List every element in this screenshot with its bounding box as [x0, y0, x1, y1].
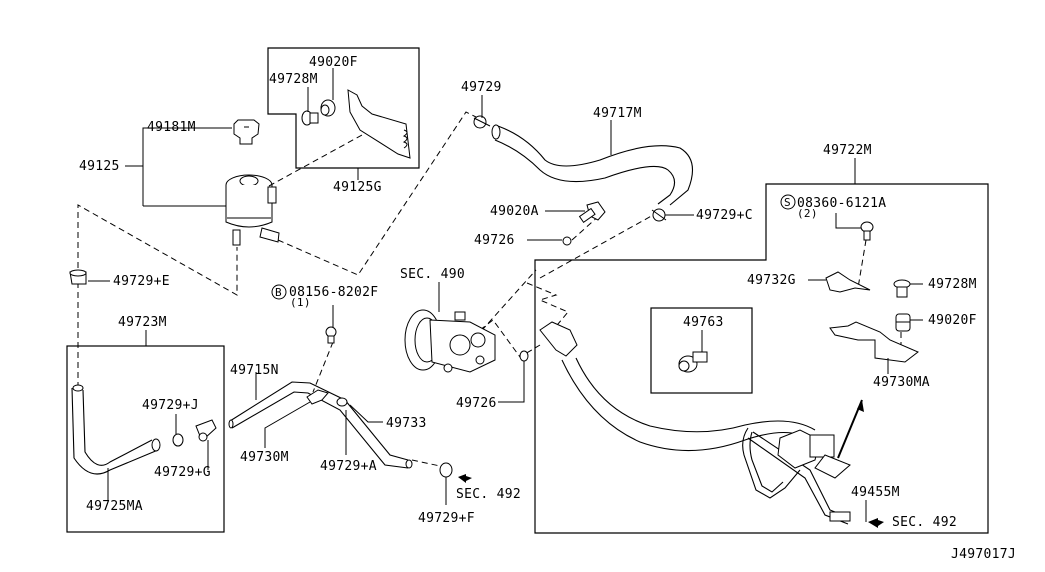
label-08156-qty: (1) [290, 296, 311, 309]
power-steering-pump[interactable] [404, 309, 496, 373]
label-49726-top[interactable]: 49726 [474, 233, 515, 248]
label-49729E[interactable]: 49729+E [113, 274, 170, 289]
symbol-s-letter: S [784, 196, 791, 209]
dashed-08360 [857, 239, 867, 289]
label-49728M-right[interactable]: 49728M [928, 277, 977, 292]
label-49717M[interactable]: 49717M [593, 106, 642, 121]
dashed-08156 [312, 341, 334, 393]
label-49729C[interactable]: 49729+C [696, 208, 753, 223]
label-49729J[interactable]: 49729+J [142, 398, 199, 413]
label-49723M[interactable]: 49723M [118, 315, 167, 330]
clamp-49729C[interactable] [651, 208, 667, 222]
label-49020A[interactable]: 49020A [490, 204, 539, 219]
clamp-49729[interactable] [473, 115, 491, 129]
label-49763[interactable]: 49763 [683, 315, 724, 330]
dashed-pump-to-49729C [539, 213, 656, 279]
label-49730MA[interactable]: 49730MA [873, 375, 930, 390]
label-49020F-right[interactable]: 49020F [928, 313, 977, 328]
label-08360: 08360-6121A [797, 196, 886, 211]
clamp-49729F[interactable] [439, 462, 453, 478]
dashed-pump-supply [474, 269, 537, 339]
bolt-08360[interactable] [860, 221, 874, 241]
dashed-highpress [526, 282, 569, 331]
reservoir-tank-49125[interactable] [225, 174, 280, 246]
bolt-49020A[interactable] [578, 201, 606, 223]
dashed-left-return [77, 204, 238, 388]
box-49722M [534, 183, 989, 534]
hose-49725MA[interactable] [71, 384, 161, 475]
arrow-sec492-right [868, 518, 884, 528]
box-49125G [267, 47, 420, 169]
bracket-49125G[interactable] [347, 89, 411, 159]
label-49726-bottom[interactable]: 49726 [456, 396, 497, 411]
clamp-49730M[interactable] [306, 389, 329, 405]
label-sec490[interactable]: SEC. 490 [400, 267, 465, 282]
label-49125[interactable]: 49125 [79, 159, 120, 174]
symbol-s-icon [780, 194, 796, 210]
leader-49726-bottom [498, 361, 525, 403]
label-49732G[interactable]: 49732G [747, 273, 796, 288]
label-49020F-top[interactable]: 49020F [309, 55, 358, 70]
reservoir-cap-49181M[interactable] [233, 119, 260, 145]
pressure-switch-49763[interactable] [678, 351, 708, 373]
washer-49726-top[interactable] [562, 236, 572, 246]
label-49125G[interactable]: 49125G [333, 180, 382, 195]
drawing-id: J497017J [951, 547, 1016, 562]
label-49725MA[interactable]: 49725MA [86, 499, 143, 514]
hose-49717M[interactable] [491, 124, 694, 206]
label-sec492-left[interactable]: SEC. 492 [456, 487, 521, 502]
label-08360-qty: (2) [797, 207, 818, 220]
leader-08360 [835, 213, 861, 229]
symbol-b-letter: B [275, 286, 282, 299]
arrow-sec492-left [458, 474, 472, 483]
bolt-49728M-right[interactable] [893, 279, 911, 298]
spec-08360[interactable]: S 08360-6121A (2) [780, 194, 886, 220]
label-49730M[interactable]: 49730M [240, 450, 289, 465]
label-49455M[interactable]: 49455M [851, 485, 900, 500]
label-sec492-right[interactable]: SEC. 492 [892, 515, 957, 530]
bolt-49728M-top[interactable] [301, 110, 319, 126]
label-49715N[interactable]: 49715N [230, 363, 279, 378]
label-49733[interactable]: 49733 [386, 416, 427, 431]
bracket-49732G[interactable] [825, 271, 871, 293]
bracket-49730MA[interactable] [829, 321, 919, 363]
leader-49125 [125, 127, 226, 167]
washer-49726-bottom[interactable] [519, 350, 529, 362]
tube-49715N[interactable] [228, 381, 413, 469]
leader-49733 [349, 404, 383, 423]
high-pressure-hose[interactable] [539, 321, 851, 525]
dashed-49729F [411, 459, 441, 467]
clamp-49729A[interactable] [336, 397, 348, 407]
clamp-49729J[interactable] [172, 433, 184, 447]
dashed-pump-outlet [479, 319, 541, 358]
clamp-49729E[interactable] [69, 269, 87, 285]
label-49729G[interactable]: 49729+G [154, 465, 211, 480]
dashed-reservoir-hose [277, 111, 479, 276]
bolt-08156[interactable] [325, 326, 337, 344]
label-49728M-top[interactable]: 49728M [269, 72, 318, 87]
arrow-to-bracket [837, 399, 864, 459]
label-49729F[interactable]: 49729+F [418, 511, 475, 526]
label-49181M[interactable]: 49181M [147, 120, 196, 135]
symbol-b-icon [271, 284, 287, 300]
grommet-49020F-top[interactable] [320, 99, 336, 117]
label-49729[interactable]: 49729 [461, 80, 502, 95]
label-08156: 08156-8202F [289, 285, 378, 300]
grommet-49020F-right[interactable] [895, 313, 911, 332]
label-49722M[interactable]: 49722M [823, 143, 872, 158]
box-49763 [650, 307, 753, 394]
leader-49730M [264, 401, 311, 448]
spec-08156[interactable]: B 08156-8202F (1) [271, 284, 378, 309]
dashed-reservoir-bracket [268, 134, 363, 187]
clamp-49729G[interactable] [195, 419, 217, 442]
label-49729A[interactable]: 49729+A [320, 459, 377, 474]
